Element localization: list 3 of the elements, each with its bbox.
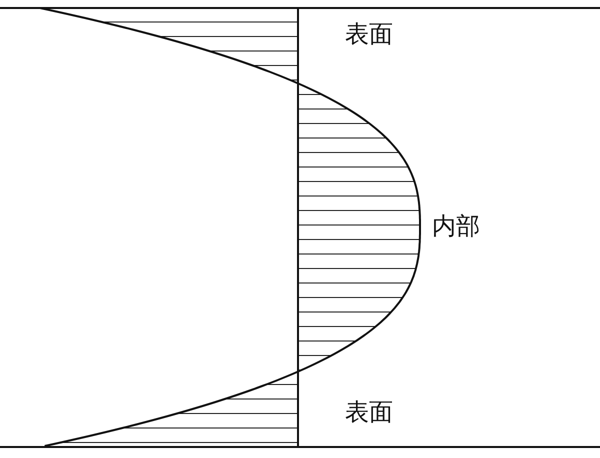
- region-label: 表面: [345, 19, 393, 50]
- region-label: 内部: [432, 211, 480, 242]
- region-label: 表面: [345, 397, 393, 428]
